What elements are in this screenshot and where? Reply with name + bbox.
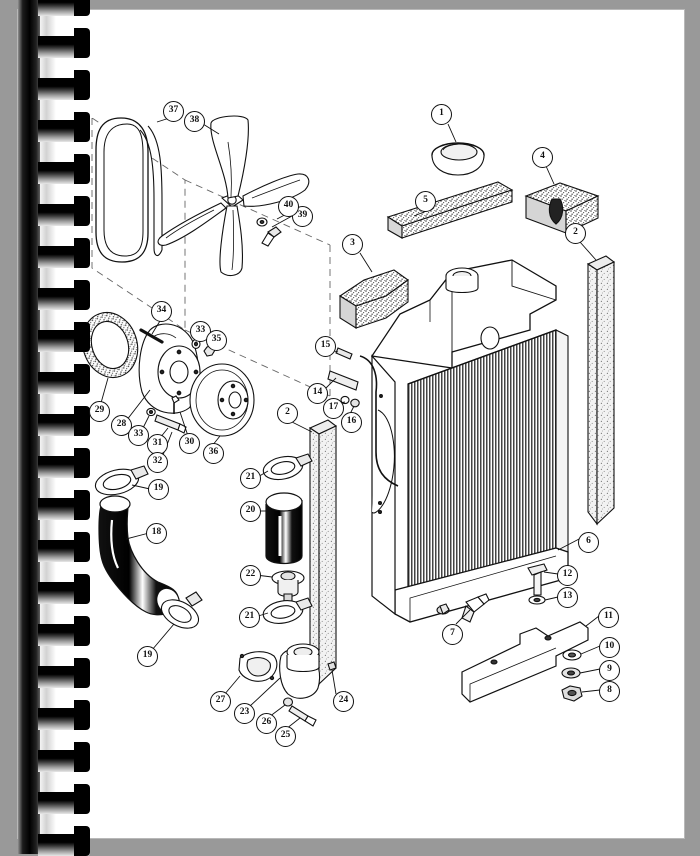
- comb-binding: [0, 0, 96, 856]
- callout-balloon-flat-washer[interactable]: 10: [599, 637, 620, 658]
- callout-balloon-mounting-pad-notched[interactable]: 4: [532, 147, 553, 168]
- callout-balloon-side-rail-left[interactable]: 2: [277, 403, 298, 424]
- binding-tooth: [38, 448, 90, 478]
- callout-balloon-lock-washer-pump[interactable]: 32: [147, 452, 168, 473]
- callout-balloon-clip[interactable]: 15: [315, 336, 336, 357]
- binding-tooth: [38, 784, 90, 814]
- binding-tooth: [38, 28, 90, 58]
- callout-balloon-cap-screw-pump[interactable]: 30: [179, 433, 200, 454]
- binding-tooth: [38, 70, 90, 100]
- binding-tooth: [38, 196, 90, 226]
- binding-tooth: [38, 574, 90, 604]
- callout-balloon-radiator-core-assembly[interactable]: 6: [578, 532, 599, 553]
- callout-balloon-hose-clamp-a[interactable]: 21: [240, 468, 261, 489]
- parts-diagram-artwork: [81, 113, 616, 730]
- callout-balloon-stud[interactable]: 24: [333, 691, 354, 712]
- callout-balloon-mounting-strip[interactable]: 5: [415, 191, 436, 212]
- binding-tooth: [38, 532, 90, 562]
- callout-balloon-fan-belt[interactable]: 37: [163, 101, 184, 122]
- callout-balloon-lock-washer-upper[interactable]: 13: [557, 587, 578, 608]
- callout-balloon-lock-washer-housing[interactable]: 26: [256, 713, 277, 734]
- callout-balloon-thermostat[interactable]: 22: [240, 565, 261, 586]
- binding-tooth: [38, 490, 90, 520]
- callout-balloon-cap-screw[interactable]: 12: [557, 565, 578, 586]
- binding-tooth: [38, 658, 90, 688]
- callout-balloon-radiator-cap[interactable]: 1: [431, 104, 452, 125]
- callout-balloon-side-rail-right[interactable]: 2: [565, 223, 586, 244]
- callout-balloon-thermostat-housing[interactable]: 23: [234, 703, 255, 724]
- callout-balloon-fan-blade-assembly[interactable]: 38: [184, 111, 205, 132]
- callout-balloon-cap-screw-housing[interactable]: 25: [275, 726, 296, 747]
- binding-tooth: [38, 742, 90, 772]
- binding-tooth: [38, 826, 90, 856]
- binding-tooth: [38, 406, 90, 436]
- binding-tooth: [38, 154, 90, 184]
- callout-balloon-hose-clamp-b[interactable]: 21: [239, 607, 260, 628]
- callout-balloon-water-pump-body[interactable]: 28: [111, 415, 132, 436]
- binding-tooth: [38, 280, 90, 310]
- callout-balloon-hose-clamp-upper[interactable]: 19: [148, 479, 169, 500]
- callout-balloon-drain-cock[interactable]: 7: [442, 624, 463, 645]
- binding-tooth: [38, 700, 90, 730]
- callout-balloon-lock-washer-fan[interactable]: 40: [278, 196, 299, 217]
- callout-balloon-lower-radiator-hose[interactable]: 20: [240, 501, 261, 522]
- callout-balloon-overflow-tube[interactable]: 14: [307, 383, 328, 404]
- callout-balloon-water-outlet-gasket[interactable]: 27: [210, 691, 231, 712]
- callout-balloon-hose-clamp-lower[interactable]: 19: [137, 646, 158, 667]
- callout-balloon-lock-washer[interactable]: 9: [599, 660, 620, 681]
- callout-balloon-radiator-support-bracket[interactable]: 11: [598, 607, 619, 628]
- callout-balloon-pump-shaft[interactable]: 34: [151, 301, 172, 322]
- callout-balloon-fan-pulley[interactable]: 36: [203, 443, 224, 464]
- binding-tooth: [38, 238, 90, 268]
- binding-tooth: [38, 0, 90, 16]
- callout-balloon-water-pump-gasket[interactable]: 29: [89, 401, 110, 422]
- binding-tooth: [38, 112, 90, 142]
- callout-balloon-washer-pump-b[interactable]: 33: [128, 425, 149, 446]
- binding-tooth: [38, 616, 90, 646]
- binding-tooth: [38, 322, 90, 352]
- binding-tooth: [38, 364, 90, 394]
- callout-balloon-hex-nut[interactable]: 8: [599, 681, 620, 702]
- callout-balloon-screw-small[interactable]: 17: [323, 398, 344, 419]
- callout-balloon-upper-radiator-hose[interactable]: 18: [146, 523, 167, 544]
- callout-balloon-washer-small[interactable]: 16: [341, 412, 362, 433]
- callout-balloon-nut-pump[interactable]: 35: [206, 330, 227, 351]
- callout-balloon-mounting-pad-lower[interactable]: 3: [342, 234, 363, 255]
